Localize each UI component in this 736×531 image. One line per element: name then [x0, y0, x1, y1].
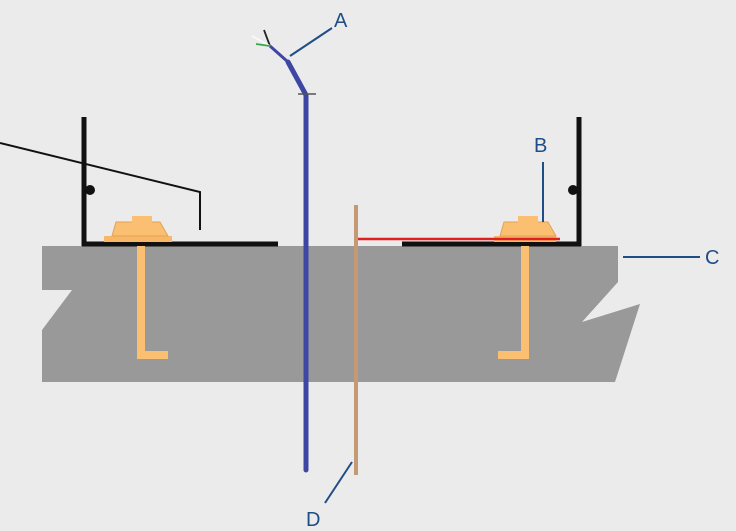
left-anchor-bolt — [104, 216, 172, 359]
left-bolt-shank — [137, 246, 168, 359]
right-bolt-head — [518, 216, 538, 224]
right-bolt-shank — [498, 246, 529, 359]
left-bolt-head — [132, 216, 152, 224]
conductor-white — [251, 35, 271, 47]
callout-label-b: B — [534, 135, 547, 157]
left-wire — [0, 142, 201, 230]
concrete-slab — [42, 246, 640, 382]
callout-d-leader — [324, 461, 353, 504]
left-bolt-nut — [111, 221, 169, 237]
right-frame-rivet — [568, 185, 578, 195]
left-frame-rivet — [85, 185, 95, 195]
callout-a-leader — [289, 27, 333, 57]
right-bolt-nut — [499, 221, 557, 237]
callout-label-a: A — [334, 10, 348, 32]
conductor-black — [263, 29, 271, 47]
cable-sheath — [269, 44, 289, 64]
conductor-green — [255, 43, 271, 47]
conduit — [285, 59, 309, 473]
callout-label-c: C — [705, 247, 719, 269]
left-bolt-washer — [104, 236, 172, 242]
callout-label-d: D — [306, 509, 320, 531]
